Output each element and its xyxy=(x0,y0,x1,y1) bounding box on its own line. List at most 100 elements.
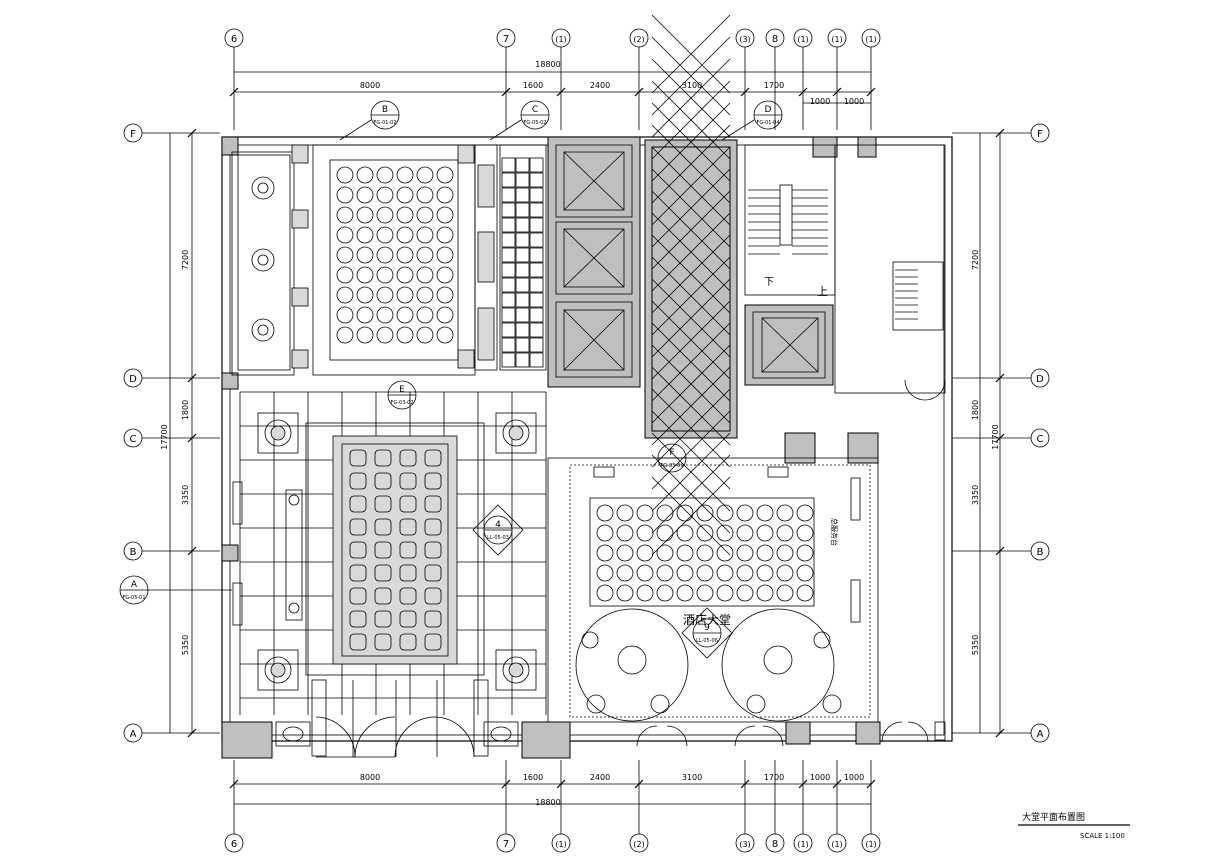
ceiling-medallion xyxy=(436,226,454,244)
ceiling-medallion xyxy=(436,186,454,204)
floor-tile xyxy=(501,277,516,293)
ceiling-medallion xyxy=(436,326,454,344)
ceiling-medallion xyxy=(656,504,674,522)
dim-bottom-1: 8000 xyxy=(360,773,380,782)
lattice-line xyxy=(651,102,731,182)
row-grid: F D C B A F D C B A xyxy=(123,123,1050,743)
ceiling-tile xyxy=(374,610,392,628)
row-bubble-right-a: A xyxy=(1030,723,1050,743)
lattice-line xyxy=(651,388,731,468)
ceiling-medallion xyxy=(736,544,754,562)
ceiling-tile xyxy=(399,472,417,490)
floor-tile xyxy=(515,217,530,233)
callout-letter: B xyxy=(382,105,388,115)
ceiling-medallion xyxy=(696,504,714,522)
lattice-line xyxy=(651,366,731,446)
ceiling-medallion xyxy=(356,286,374,304)
dim-top-7: 1000 xyxy=(844,97,864,106)
overall-width-label: 18800 xyxy=(535,60,560,69)
lattice-frame xyxy=(651,146,731,432)
ceiling-medallion xyxy=(656,524,674,542)
ceiling-tile xyxy=(349,472,367,490)
grid-bubble-bottom-4: (2) xyxy=(629,833,649,853)
ceiling-medallion xyxy=(356,166,374,184)
grid-bubble-bottom-7: (1) xyxy=(793,833,813,853)
grid-bubble-bottom-3: (1) xyxy=(551,833,571,853)
callout-d: D FG-01-04 xyxy=(721,100,783,141)
ceiling-medallion xyxy=(336,306,354,324)
ceiling-tile xyxy=(349,610,367,628)
floor-tile xyxy=(501,217,516,233)
floor-tile xyxy=(515,172,530,188)
right-service-room xyxy=(834,144,946,394)
dimension-lines xyxy=(169,71,1005,805)
ceiling-medallion xyxy=(756,584,774,602)
dim-right-overall: 17700 xyxy=(991,424,1000,449)
ceiling-medallion xyxy=(756,564,774,582)
ceiling-tile xyxy=(399,541,417,559)
ceiling-medallion xyxy=(336,286,354,304)
lattice-line xyxy=(651,36,731,116)
floor-tile xyxy=(515,337,530,353)
dim-top-4: 3100 xyxy=(682,81,702,90)
ceiling-tile xyxy=(349,633,367,651)
overall-width-label-bottom: 18800 xyxy=(535,798,560,807)
lattice-line xyxy=(651,476,731,556)
ceiling-tile xyxy=(424,541,442,559)
grid-label: 8 xyxy=(772,839,778,850)
row-label: C xyxy=(1037,434,1044,445)
ceiling-tile xyxy=(349,587,367,605)
dim-left-1: 7200 xyxy=(181,250,190,270)
ceiling-medallion xyxy=(696,584,714,602)
ceiling-medallion xyxy=(436,206,454,224)
dim-left-3: 3350 xyxy=(181,485,190,505)
grid-label: (1) xyxy=(831,35,842,44)
callout-4: 4 LL-05-03 xyxy=(472,504,524,556)
floor-tile xyxy=(529,292,544,308)
callout-ref: FG-01-02 xyxy=(373,120,396,126)
ceiling-medallion xyxy=(616,524,634,542)
callout-b: B FG-01-02 xyxy=(339,100,400,141)
dim-bottom-2: 1600 xyxy=(523,773,543,782)
corridor-lattice-pattern xyxy=(651,14,731,556)
ceiling-medallion xyxy=(376,286,394,304)
ceiling-tile xyxy=(424,564,442,582)
ceiling-medallion xyxy=(776,504,794,522)
stair-treads-right xyxy=(895,269,918,320)
ceiling-medallion xyxy=(736,564,754,582)
dim-top-3: 2400 xyxy=(590,81,610,90)
ceiling-medallion xyxy=(616,564,634,582)
row-label: F xyxy=(1037,129,1043,140)
row-bubble-right-c: C xyxy=(1030,428,1050,448)
ceiling-tile xyxy=(374,564,392,582)
row-label: A xyxy=(130,729,137,740)
ceiling-medallion xyxy=(356,246,374,264)
ceiling-medallion xyxy=(396,266,414,284)
ceiling-medallion xyxy=(656,544,674,562)
floor-tile xyxy=(515,322,530,338)
ceiling-medallion xyxy=(376,246,394,264)
ceiling-medallion xyxy=(796,564,814,582)
callout-f: F FG-05-06 xyxy=(657,443,687,473)
ceiling-tile xyxy=(399,610,417,628)
grid-label: 6 xyxy=(231,839,237,850)
callout-letter: E xyxy=(399,385,405,395)
floor-tile xyxy=(529,202,544,218)
ceiling-tile xyxy=(424,495,442,513)
floor-tile xyxy=(515,202,530,218)
row-bubble-right-b: B xyxy=(1030,541,1050,561)
ceiling-medallion xyxy=(356,266,374,284)
lattice-line xyxy=(651,212,731,292)
ceiling-medallion xyxy=(396,206,414,224)
ceiling-pattern-b xyxy=(336,166,454,344)
ceiling-medallion xyxy=(616,544,634,562)
grid-bubble-top-2: 7 xyxy=(496,28,516,48)
grid-bubble-top-8: (1) xyxy=(827,28,847,48)
ceiling-medallion xyxy=(596,584,614,602)
grid-bubble-top-3: (1) xyxy=(551,28,571,48)
callout-ref: FG-01-04 xyxy=(756,120,779,126)
dim-left-4: 5350 xyxy=(181,635,190,655)
ceiling-medallion xyxy=(416,226,434,244)
grid-bubble-top-6: 8 xyxy=(765,28,785,48)
callout-letter: F xyxy=(669,448,674,458)
